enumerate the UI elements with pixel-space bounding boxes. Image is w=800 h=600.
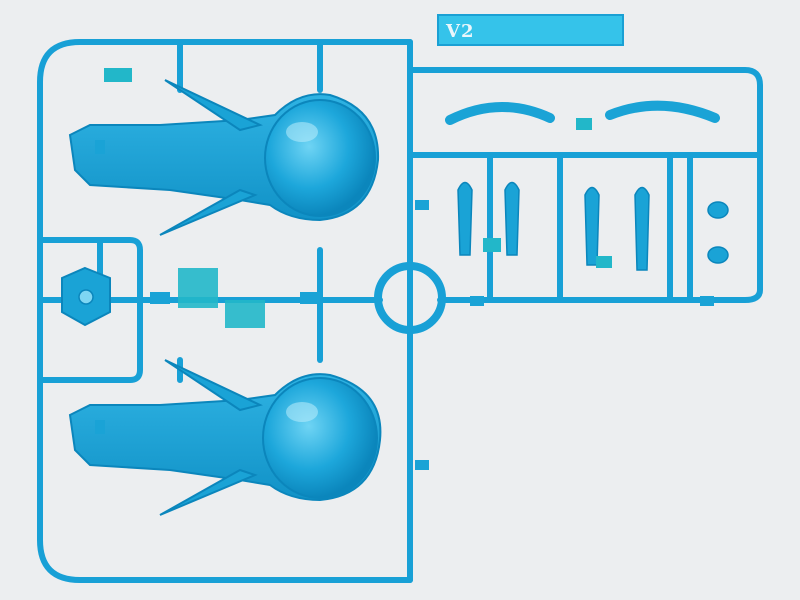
sprue-tag: V2	[437, 14, 624, 46]
sprue-tag-label: V2	[445, 21, 475, 42]
gate-tab	[483, 238, 501, 252]
canopy-part-upper	[68, 79, 380, 236]
hex-part	[61, 266, 111, 327]
canopy-part-lower	[68, 359, 382, 516]
pin-parts	[457, 181, 729, 271]
sprue-ring	[374, 262, 446, 334]
arc-part-left	[445, 102, 555, 125]
gate-tab	[596, 256, 612, 268]
gate-tab	[225, 300, 265, 328]
arc-part-right	[605, 100, 720, 123]
gate-tab	[104, 68, 132, 82]
gate-tab	[576, 118, 592, 130]
runner-gates	[95, 140, 714, 470]
gate-tab	[178, 268, 218, 308]
